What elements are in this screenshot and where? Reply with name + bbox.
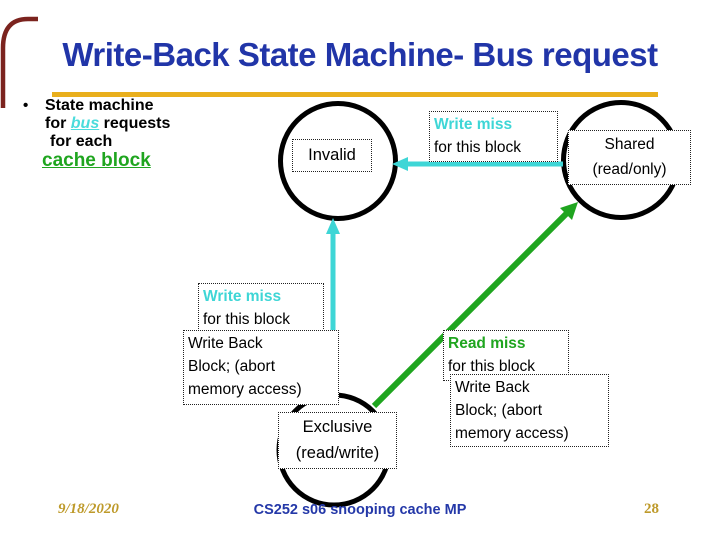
shared-label-line1: Shared — [604, 136, 655, 153]
write-back-right-line3: memory access) — [455, 425, 569, 442]
bullet-line-2: for bus requests — [45, 115, 170, 133]
bus-link-text: bus — [70, 115, 100, 132]
footer-page-number: 28 — [644, 501, 659, 517]
write-miss-mid-head: Write miss — [203, 288, 282, 305]
footer-date: 9/18/2020 — [58, 501, 119, 517]
state-label-shared: Shared (read/only) — [568, 130, 691, 185]
arrow-write-miss-shared-to-invalid — [392, 157, 563, 171]
label-write-miss-exclusive-to-invalid: Write miss for this block — [198, 283, 324, 333]
label-write-back-right: Write Back Block; (abort memory access) — [450, 374, 609, 447]
write-miss-mid-body: for this block — [203, 311, 291, 328]
state-label-invalid: Invalid — [292, 139, 372, 172]
write-miss-top-body: for this block — [434, 139, 522, 156]
bullet-line-3: for each — [50, 133, 113, 150]
label-write-miss-shared-to-invalid: Write miss for this block — [429, 111, 558, 162]
page-title: Write-Back State Machine- Bus request — [62, 36, 658, 73]
write-back-left-line2: Block; (abort — [188, 358, 276, 375]
slide-corner-border — [0, 16, 38, 108]
label-write-back-left: Write Back Block; (abort memory access) — [183, 330, 339, 405]
write-back-left-line3: memory access) — [188, 381, 302, 398]
write-back-right-line1: Write Back — [455, 379, 530, 396]
write-back-right-line2: Block; (abort — [455, 402, 543, 419]
read-miss-body: for this block — [448, 358, 536, 375]
cache-block-link-text: cache block — [42, 150, 151, 171]
exclusive-label-line2: (read/write) — [295, 444, 380, 462]
title-underline-rule — [52, 92, 658, 97]
bullet-line2-pre: for — [45, 115, 71, 132]
read-miss-head: Read miss — [448, 335, 526, 352]
bullet-icon: • — [23, 97, 29, 114]
state-label-exclusive: Exclusive (read/write) — [278, 412, 397, 469]
write-back-left-line1: Write Back — [188, 335, 263, 352]
write-miss-top-head: Write miss — [434, 116, 513, 133]
footer-course-title: CS252 s06 snooping cache MP — [253, 502, 467, 518]
arrow-read-miss-exclusive-to-shared — [371, 202, 578, 409]
label-read-miss-exclusive-to-shared: Read miss for this block — [443, 330, 569, 381]
shared-label-line2: (read/only) — [592, 161, 667, 178]
bullet-line-1: State machine — [45, 97, 154, 114]
bullet-line2-post: requests — [99, 115, 171, 132]
exclusive-label-line1: Exclusive — [302, 418, 373, 436]
